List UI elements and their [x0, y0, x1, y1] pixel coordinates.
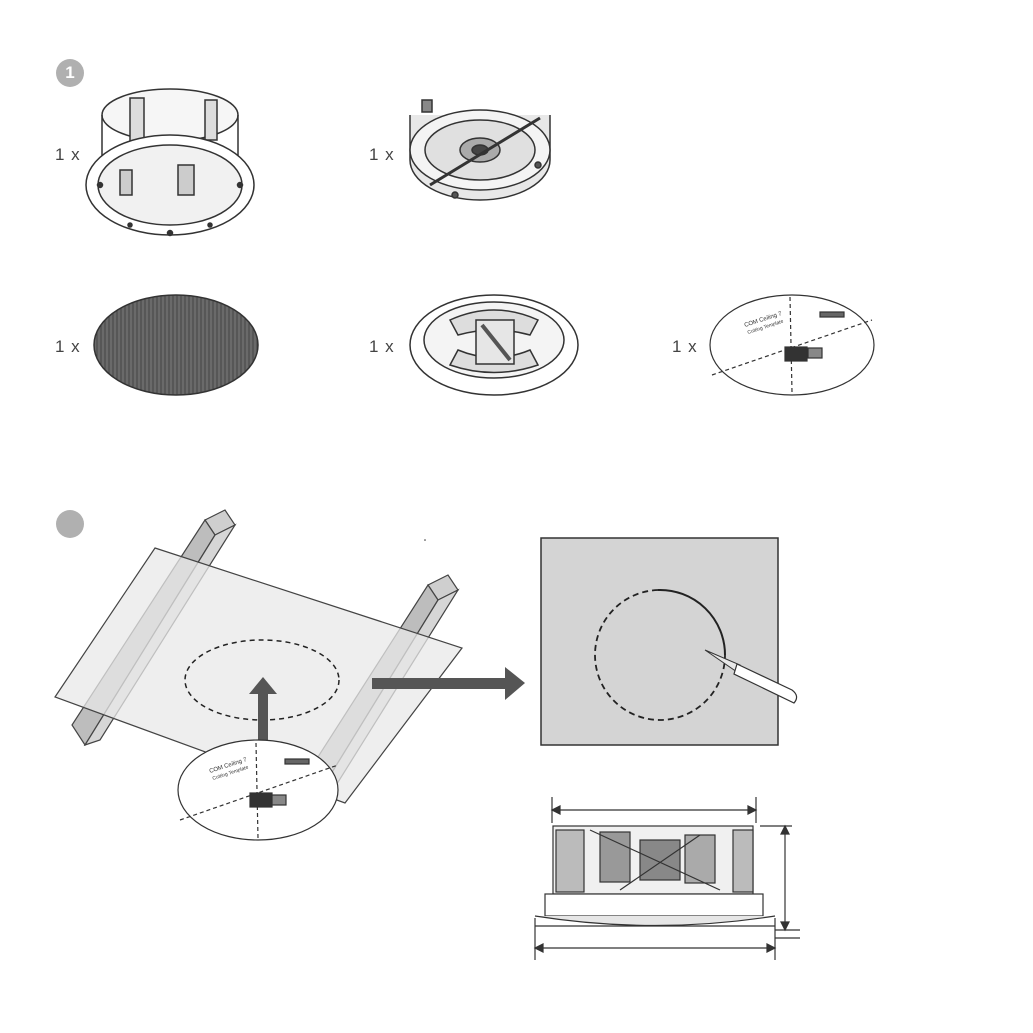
paint-mask-icon	[410, 295, 578, 395]
cutting-template-icon: COM Ceiling 7 Cutting Template	[710, 295, 874, 395]
speaker-dimension-icon	[535, 797, 800, 960]
speaker-unit-icon	[410, 100, 550, 200]
template-below-panel-icon: COM Ceiling 7 Cutting Template	[178, 740, 338, 840]
mounting-frame-icon	[86, 89, 254, 236]
grille-icon	[94, 295, 258, 395]
cut-circle-knife-icon	[541, 538, 797, 745]
